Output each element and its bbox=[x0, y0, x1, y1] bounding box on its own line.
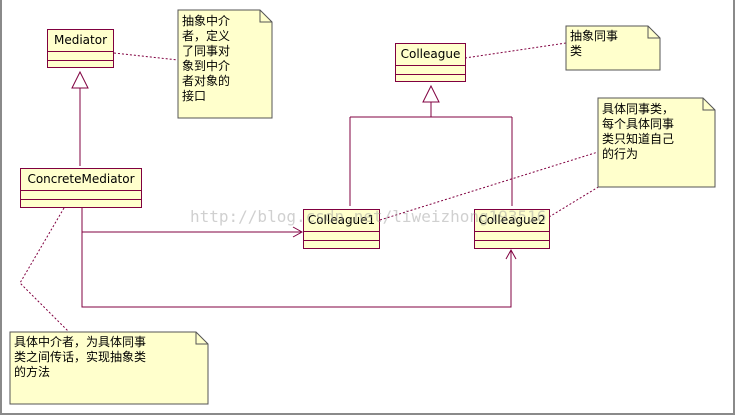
generalization-arrowhead-mediator bbox=[71, 70, 89, 89]
class-colleague[interactable]: Colleague bbox=[395, 43, 466, 82]
operations-compartment bbox=[396, 75, 465, 83]
attributes-compartment bbox=[48, 52, 113, 61]
note-concrete-colleague[interactable]: 具体同事类， 每个具体同事 类只知道自己 的行为 bbox=[598, 98, 715, 187]
note-shape-mediator bbox=[177, 9, 273, 119]
class-name: Colleague2 bbox=[475, 210, 549, 232]
frame-left-edge bbox=[0, 0, 2, 415]
class-colleague1[interactable]: Colleague1 bbox=[303, 209, 380, 249]
class-mediator[interactable]: Mediator bbox=[47, 29, 114, 68]
operations-compartment bbox=[304, 241, 379, 249]
attributes-compartment bbox=[21, 191, 141, 200]
class-name: Mediator bbox=[48, 30, 113, 52]
operations-compartment bbox=[475, 241, 549, 249]
note-text: 具体同事类， 每个具体同事 类只知道自己 的行为 bbox=[602, 102, 675, 161]
class-colleague2[interactable]: Colleague2 bbox=[474, 209, 550, 249]
note-text: 具体中介者，为具体同事 类之间传话，实现抽象类 的方法 bbox=[14, 335, 147, 379]
note-concrete-mediator[interactable]: 具体中介者，为具体同事 类之间传话，实现抽象类 的方法 bbox=[10, 332, 208, 404]
note-anchor-concretemediator bbox=[19, 207, 71, 334]
note-colleague[interactable]: 抽象同事 类 bbox=[566, 26, 660, 70]
note-shape-colleague bbox=[565, 25, 661, 71]
note-anchor-mediator bbox=[113, 52, 179, 61]
frame-bottom-edge bbox=[0, 413, 735, 415]
class-concrete-mediator[interactable]: ConcreteMediator bbox=[20, 168, 142, 208]
watermark: http://blog.csdn.net/liweizhong193516 bbox=[190, 207, 547, 226]
class-name: Colleague bbox=[396, 44, 465, 66]
attributes-compartment bbox=[475, 232, 549, 241]
note-text: 抽象中介 者，定义 了同事对 象到中介 者对象的 接口 bbox=[182, 14, 231, 103]
frame-right-edge bbox=[733, 0, 735, 415]
operations-compartment bbox=[48, 61, 113, 69]
note-anchor-colleague bbox=[464, 42, 567, 59]
note-shape-concrete-mediator bbox=[9, 331, 209, 405]
association-to-colleague2 bbox=[81, 232, 512, 308]
note-text: 抽象同事 类 bbox=[570, 29, 619, 58]
operations-compartment bbox=[21, 200, 141, 208]
class-name: ConcreteMediator bbox=[21, 169, 141, 191]
attributes-compartment bbox=[304, 232, 379, 241]
note-mediator[interactable]: 抽象中介 者，定义 了同事对 象到中介 者对象的 接口 bbox=[178, 10, 272, 118]
class-name: Colleague1 bbox=[304, 210, 379, 232]
association-arrowhead-colleague1 bbox=[292, 226, 304, 238]
note-shape-concrete-colleague bbox=[597, 97, 716, 188]
attributes-compartment bbox=[396, 66, 465, 75]
generalization-arrowhead-colleague bbox=[422, 84, 440, 103]
association-arrowhead-colleague2 bbox=[505, 248, 517, 260]
note-anchor-colleague2 bbox=[548, 185, 601, 218]
